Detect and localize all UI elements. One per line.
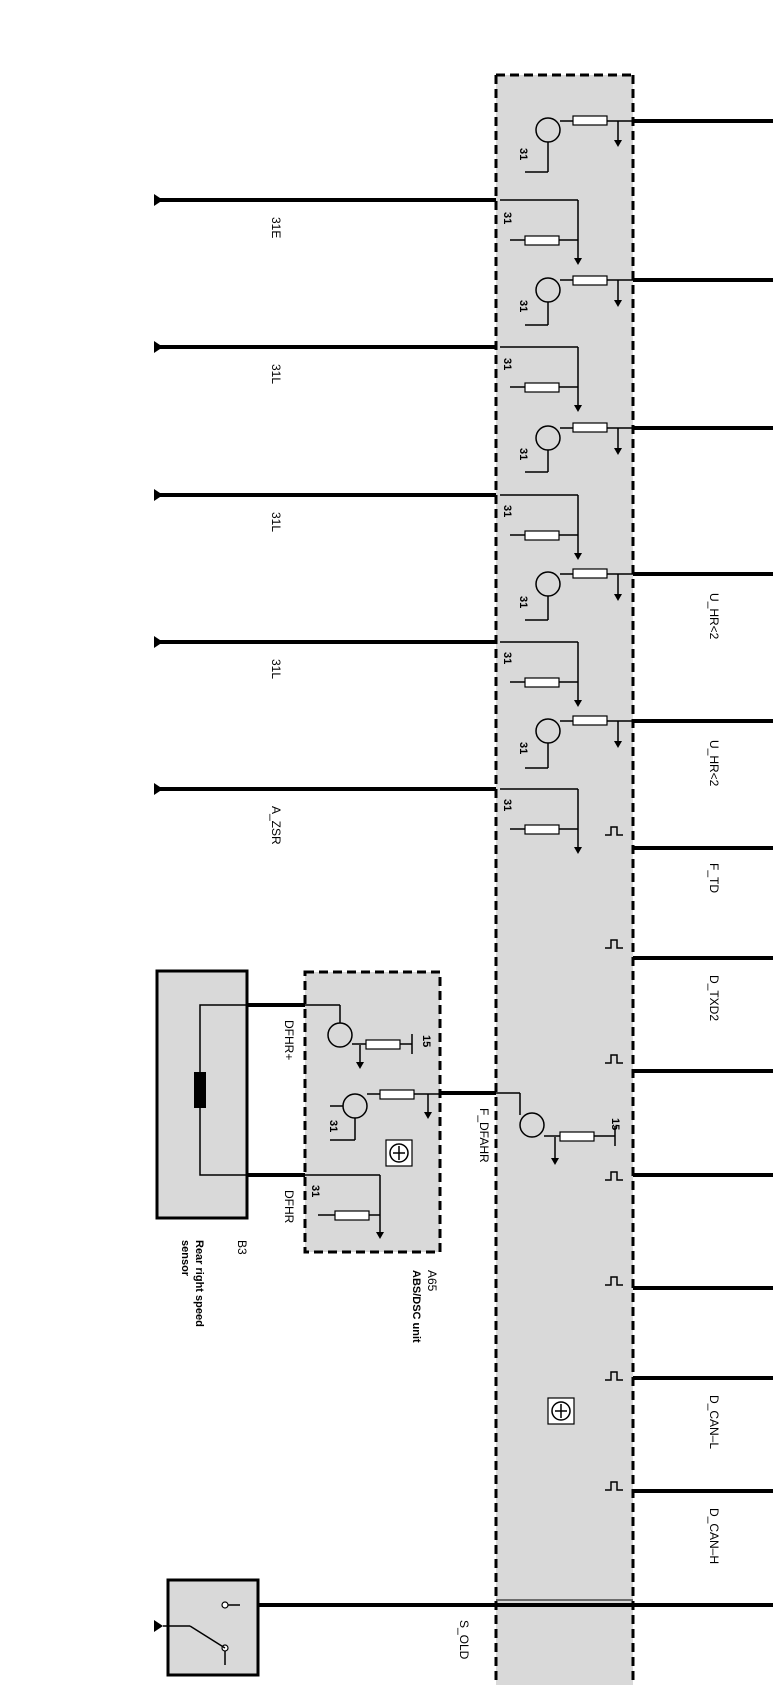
wire-label-31l: 31L (269, 512, 283, 532)
terminal-31-label: 31 (501, 652, 513, 664)
right-wire-labels: U_HR<2 U_HR<2 F_TD D_TXD2 D_CAN–L D_CAN–… (707, 593, 721, 1564)
input-wires (154, 194, 496, 1632)
wire-label-d-can-h: D_CAN–H (707, 1508, 721, 1564)
terminal-31-label: 31 (517, 300, 529, 312)
wire-label-a-zsr: A_ZSR (269, 806, 283, 845)
driver-stages (500, 115, 633, 854)
terminal-31-label: 31 (517, 148, 529, 160)
speed-sensor-wire-labels: DFHR+ DFHR F_DFAHR (282, 1020, 491, 1224)
wire-label-dfhr: DFHR (282, 1190, 296, 1224)
terminal-31-label: 31 (309, 1185, 321, 1197)
terminal-15-label: 15 (609, 1118, 621, 1130)
wire-label-u-hr: U_HR<2 (707, 740, 721, 787)
wire-label-u-hr: U_HR<2 (707, 593, 721, 640)
wire-label-f-td: F_TD (707, 863, 721, 893)
b3-name-line2: sensor (179, 1240, 191, 1277)
wire-label-dfhr-plus: DFHR+ (282, 1020, 296, 1060)
a65-id: A65 (425, 1270, 439, 1292)
oil-level-switch: S_OLD (163, 1578, 471, 1677)
left-wire-labels: 31E 31L 31L 31L A_ZSR (269, 217, 283, 845)
terminal-15-label: 15 (420, 1035, 432, 1047)
wire-label-d-can-l: D_CAN–L (707, 1395, 721, 1449)
terminal-31-label: 31 (517, 596, 529, 608)
terminal-31-label: 31 (517, 448, 529, 460)
b3-id: B3 (235, 1240, 249, 1255)
terminal-31-label: 31 (501, 358, 513, 370)
wire-label-f-dfahr: F_DFAHR (477, 1108, 491, 1163)
speed-input-stage (435, 1091, 616, 1165)
output-wires (240, 119, 773, 1607)
a65-name: ABS/DSC unit (410, 1270, 422, 1343)
wire-label-d-txd2: D_TXD2 (707, 975, 721, 1021)
wire-label-31l: 31L (269, 659, 283, 679)
main-unit-symbol-icon (547, 1397, 575, 1425)
terminal-labels: 31 31 31 31 31 31 31 31 31 31 15 (501, 148, 621, 1130)
main-control-unit (494, 73, 635, 1685)
terminal-31-label: 31 (501, 799, 513, 811)
wire-label-31l: 31L (269, 364, 283, 384)
terminal-31-label: 31 (501, 212, 513, 224)
wire-label-s-old: S_OLD (457, 1620, 471, 1660)
rear-right-speed-sensor: B3 Rear right speed sensor (155, 969, 305, 1327)
bus-interface-symbols (605, 826, 623, 1491)
wire-label-31e: 31E (269, 217, 283, 238)
terminal-31-label: 31 (517, 742, 529, 754)
abs-dsc-unit: 15 31 31 A65 ABS/DSC unit (303, 970, 442, 1343)
b3-name-line1: Rear right speed (193, 1240, 205, 1327)
terminal-31-label: 31 (501, 505, 513, 517)
terminal-31-label: 31 (327, 1120, 339, 1132)
